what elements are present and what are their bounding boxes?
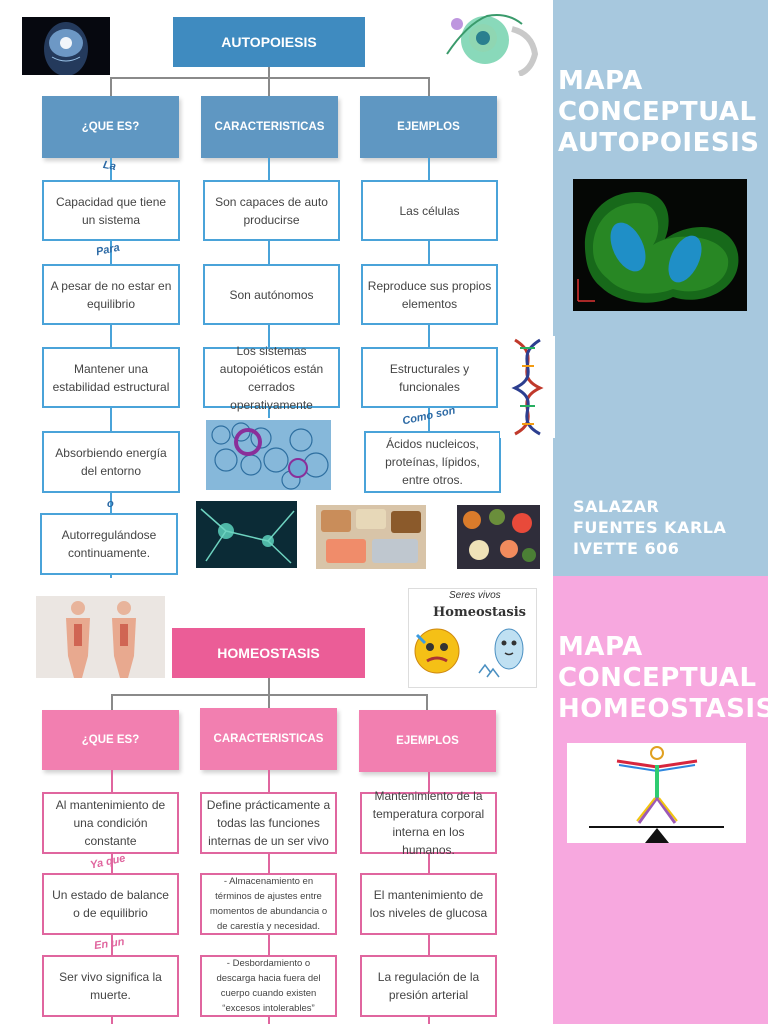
autopoiesis-ejemplo-4: Ácidos nucleicos, proteínas, lípidos, en… bbox=[364, 431, 501, 493]
side-title-line: CONCEPTUAL bbox=[558, 97, 757, 127]
autopoiesis-que-es-2: A pesar de no estar en equilibrio bbox=[42, 264, 180, 325]
author-line: FUENTES KARLA bbox=[573, 518, 727, 537]
sticker-title: Seres vivos bbox=[449, 590, 501, 601]
plant-tissue-image bbox=[206, 420, 331, 490]
connector-line bbox=[426, 694, 428, 710]
side-title-autopoiesis: MAPA CONCEPTUAL AUTOPOIESIS bbox=[558, 66, 760, 159]
autopoiesis-header-ejemplos: EJEMPLOS bbox=[360, 96, 497, 158]
autopoiesis-ejemplo-1: Las células bbox=[361, 180, 498, 241]
homeostasis-que-es-1: Al mantenimiento de una condición consta… bbox=[42, 792, 179, 854]
connector-line bbox=[111, 694, 113, 710]
side-title-homeostasis: MAPA CONCEPTUAL HOMEOSTASIS bbox=[558, 632, 768, 725]
side-title-line: MAPA bbox=[558, 632, 643, 662]
autopoiesis-caracteristica-1: Son capaces de auto producirse bbox=[203, 180, 340, 241]
balance-figure-image bbox=[567, 743, 746, 843]
connector-line bbox=[268, 678, 270, 696]
connector-word: Para bbox=[95, 241, 121, 259]
homeostasis-header-caracteristicas: CARACTERISTICAS bbox=[200, 708, 337, 770]
author-line: IVETTE 606 bbox=[573, 539, 680, 558]
connector-line bbox=[110, 77, 112, 96]
autopoiesis-header-caracteristicas: CARACTERISTICAS bbox=[201, 96, 338, 158]
side-title-line: CONCEPTUAL bbox=[558, 663, 757, 693]
foods-image bbox=[316, 505, 426, 569]
connector-line bbox=[268, 67, 270, 79]
homeostasis-ejemplo-3: La regulación de la presión arterial bbox=[360, 955, 497, 1017]
autopoiesis-root: AUTOPOIESIS bbox=[173, 17, 365, 67]
column-line bbox=[428, 158, 430, 493]
autopoiesis-que-es-1: Capacidad que tiene un sistema bbox=[42, 180, 180, 241]
autopoiesis-ejemplo-2: Reproduce sus propios elementos bbox=[361, 264, 498, 325]
homeostasis-header-ejemplos: EJEMPLOS bbox=[359, 710, 496, 772]
homeostasis-caracteristica-2: - Almacenamiento en términos de ajustes … bbox=[200, 873, 337, 935]
autopoiesis-que-es-3: Mantener una estabilidad estructural bbox=[42, 347, 180, 408]
homeostasis-ejemplo-1: Mantenimiento de la temperatura corporal… bbox=[360, 789, 497, 857]
nutrients-image bbox=[457, 505, 540, 569]
autopoiesis-caracteristica-2: Son autónomos bbox=[203, 264, 340, 325]
connector-word: La bbox=[102, 158, 117, 174]
connector-line bbox=[268, 77, 270, 96]
connector-line bbox=[268, 694, 270, 710]
nature-face-illustration bbox=[427, 4, 547, 76]
connector-line bbox=[110, 77, 430, 79]
homeostasis-header-que-es: ¿QUE ES? bbox=[42, 710, 179, 770]
connector-line bbox=[428, 77, 430, 96]
autopoiesis-que-es-5: Autorregulándose continuamente. bbox=[40, 513, 178, 575]
connector-word: Ya que bbox=[89, 852, 127, 872]
homeostasis-sticker-image: Seres vivos Homeostasis bbox=[408, 588, 537, 688]
homeostasis-root: HOMEOSTASIS bbox=[172, 628, 365, 678]
homeostasis-ejemplo-2: El mantenimiento de los niveles de gluco… bbox=[360, 873, 497, 935]
side-title-line: AUTOPOIESIS bbox=[558, 128, 760, 158]
author-name: SALAZAR FUENTES KARLA IVETTE 606 bbox=[573, 496, 726, 559]
sticker-word: Homeostasis bbox=[433, 605, 526, 620]
autopoiesis-que-es-4: Absorbiendo energía del entorno bbox=[42, 431, 180, 493]
dna-helix-image bbox=[500, 336, 555, 438]
autopoiesis-caracteristica-3: Los sistemas autopoiéticos están cerrado… bbox=[203, 344, 340, 412]
autopoiesis-header-que-es: ¿QUE ES? bbox=[42, 96, 179, 158]
side-title-line: MAPA bbox=[558, 66, 643, 96]
cell-microscopy-image bbox=[573, 179, 747, 311]
connector-word: o bbox=[107, 498, 114, 510]
author-line: SALAZAR bbox=[573, 497, 660, 516]
autopoiesis-ejemplo-3: Estructurales y funcionales bbox=[361, 347, 498, 408]
homeostasis-que-es-2: Un estado de balance o de equilibrio bbox=[42, 873, 179, 935]
human-anatomy-image bbox=[36, 596, 165, 678]
homeostasis-caracteristica-1: Define prácticamente a todas las funcion… bbox=[200, 792, 337, 854]
brain-head-image bbox=[22, 17, 110, 75]
neurons-image bbox=[196, 501, 297, 568]
side-title-line: HOMEOSTASIS bbox=[558, 694, 768, 724]
homeostasis-que-es-3: Ser vivo significa la muerte. bbox=[42, 955, 179, 1017]
connector-word: En un bbox=[93, 935, 126, 953]
homeostasis-caracteristica-3: - Desbordamiento o descarga hacia fuera … bbox=[200, 955, 337, 1017]
